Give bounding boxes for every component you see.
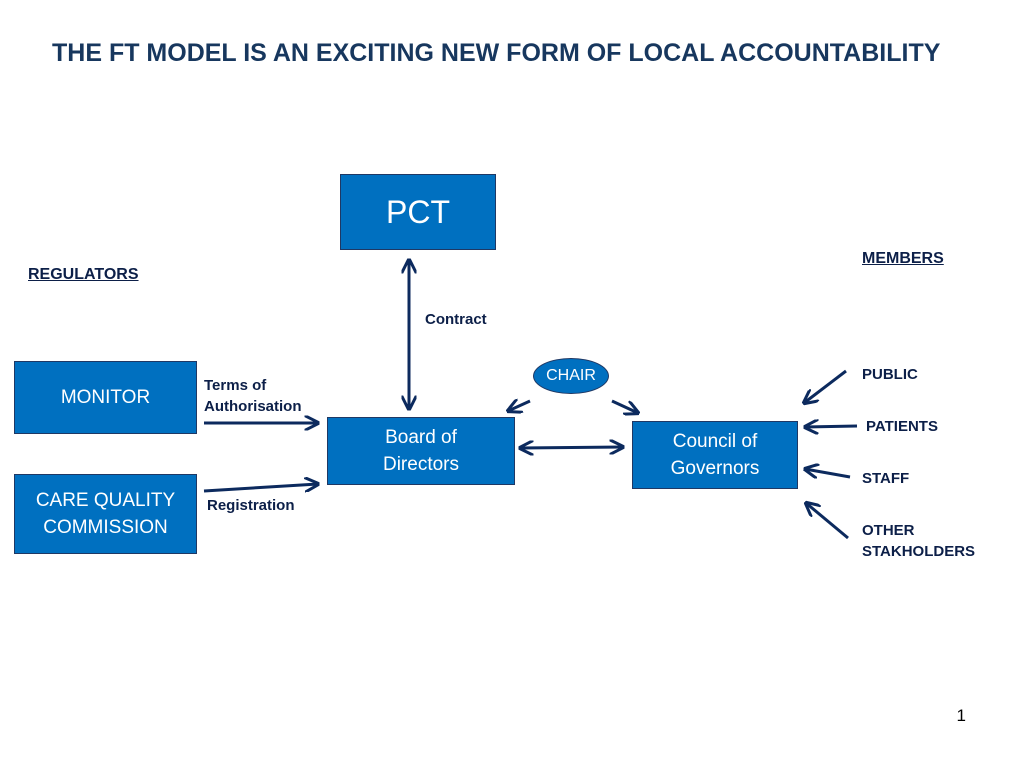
member-public-label: PUBLIC (862, 366, 918, 383)
terms-of-authorisation-label: Terms of Authorisation (204, 377, 302, 415)
monitor-box: MONITOR (14, 361, 197, 434)
board-council-arrow (520, 447, 623, 448)
member-patients-label: PATIENTS (866, 418, 938, 435)
registration-label: Registration (207, 497, 295, 514)
public-arrow (804, 369, 847, 403)
page-number: 1 (956, 706, 966, 725)
page-title: THE FT MODEL IS AN EXCITING NEW FORM OF … (52, 39, 941, 67)
member-staff-label: STAFF (862, 470, 910, 487)
other-stakeholders-arrow (806, 503, 849, 540)
chair-to-board-arrow (508, 401, 531, 411)
patients-arrow (805, 426, 858, 427)
registration-arrow (203, 484, 318, 493)
chair-ellipse: CHAIR (533, 358, 609, 394)
staff-arrow (805, 469, 851, 477)
board-of-directors-box: Board of Directors (327, 417, 515, 485)
member-other-stakeholders-label: OTHER STAKHOLDERS (862, 522, 976, 560)
contract-label: Contract (425, 311, 487, 328)
cqc-box: CARE QUALITY COMMISSION (14, 474, 197, 554)
pct-box: PCT (340, 174, 496, 250)
regulators-heading: REGULATORS (28, 266, 139, 283)
chair-to-council-arrow (611, 399, 638, 413)
members-heading: MEMBERS (862, 250, 944, 267)
council-of-governors-box: Council of Governors (632, 421, 798, 489)
